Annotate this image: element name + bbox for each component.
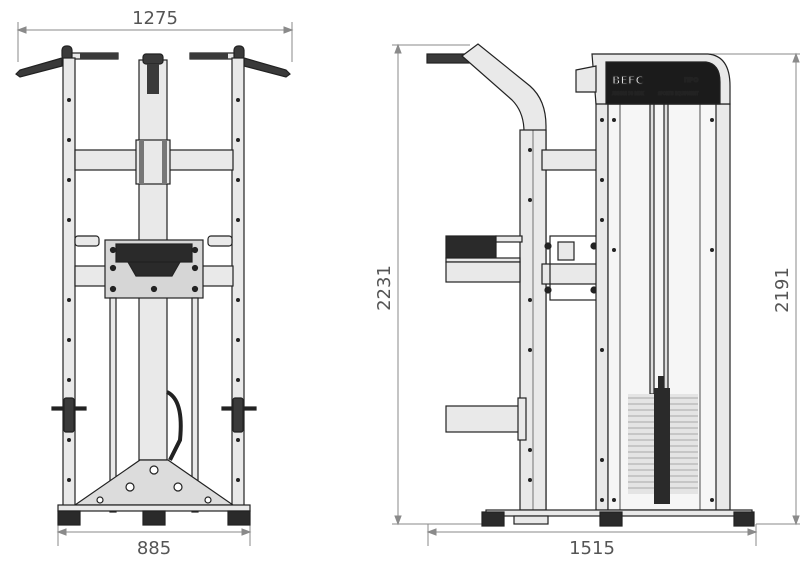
brand-subtext-left: ЛИНИЯ 50 ВЕЖ	[612, 91, 645, 96]
dimension-front-top	[16, 22, 294, 62]
brand-logo-text: BEFC	[612, 74, 644, 87]
front-upright-left	[62, 57, 76, 511]
dimension-stack-height	[700, 52, 800, 526]
side-foot-pad	[445, 405, 523, 433]
dimension-side-depth	[426, 524, 758, 546]
side-view: BEFC ПРО ЛИНИЯ 50 ВЕЖ SPORTS EQUIPMENT	[426, 43, 755, 527]
front-upright-right	[231, 57, 245, 511]
front-cable	[165, 390, 183, 461]
front-side-hook-left	[51, 397, 87, 433]
dimension-stack-height-label: 2191	[772, 267, 793, 313]
brand-subtext-right: SPORTS EQUIPMENT	[658, 91, 699, 96]
dimension-side-height-label: 2231	[374, 265, 395, 311]
dimension-front-bottom	[56, 524, 252, 546]
brand-mark-text: ПРО	[684, 77, 699, 84]
side-knee-pad	[445, 235, 523, 283]
front-carriage-plate	[104, 239, 204, 299]
side-stack-tower	[595, 61, 609, 511]
brand-placard: BEFC ПРО ЛИНИЯ 50 ВЕЖ SPORTS EQUIPMENT	[605, 61, 721, 105]
dimension-side-depth-label: 1515	[569, 538, 615, 559]
front-pullup-handle-left	[15, 45, 119, 78]
dimension-front-top-label: 1275	[132, 8, 178, 29]
front-view	[15, 45, 291, 526]
front-side-hook-right	[221, 397, 257, 433]
front-foot-center	[142, 510, 166, 526]
front-foot-left	[57, 510, 81, 526]
front-foot-right	[227, 510, 251, 526]
dimension-side-height	[392, 43, 486, 526]
side-weight-stack	[628, 376, 698, 504]
dimension-front-bottom-label: 885	[137, 538, 171, 559]
